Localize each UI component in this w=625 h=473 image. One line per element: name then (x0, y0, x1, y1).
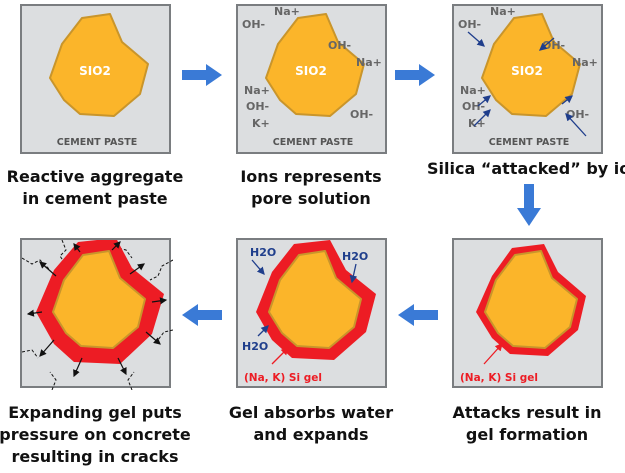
pressure-arrow (117, 357, 127, 376)
crack-line (59, 240, 67, 263)
panel-gel-absorbs-water: H2O H2O H2O (Na, K) Si gel (236, 238, 387, 388)
crack-line (149, 259, 173, 281)
flow-arrow-left-1 (398, 304, 438, 326)
attack-arrow (467, 31, 485, 47)
ion-label: K+ (252, 117, 270, 130)
panel-gel-formation: (Na, K) Si gel (452, 238, 603, 388)
caption-expanding-gel-cracks: Expanding gel puts pressure on concrete … (0, 403, 191, 466)
caption-pore-solution: Ions represents pore solution (240, 167, 382, 208)
pressure-arrow (129, 263, 145, 275)
ion-label: OH- (242, 18, 265, 31)
flow-arrow-down (517, 184, 541, 226)
gel-pointer-arrow (271, 347, 289, 365)
ion-label: Na+ (572, 56, 598, 69)
ion-label: OH- (462, 100, 485, 113)
water-arrow (257, 325, 269, 337)
water-arrow (251, 259, 265, 275)
crack-line (127, 371, 135, 390)
attack-arrow (477, 95, 491, 107)
pressure-arrow (111, 241, 121, 251)
cement-paste-label: CEMENT PASTE (57, 137, 137, 148)
pressure-arrow (73, 243, 81, 253)
attack-arrow (561, 95, 574, 105)
ion-label: OH- (458, 18, 481, 31)
water-label: H2O (250, 246, 276, 259)
crack-line (22, 349, 39, 359)
panel-pore-solution: SIO2 CEMENT PASTE Na+ OH- OH- Na+ Na+ OH… (236, 4, 387, 154)
caption-reactive-aggregate: Reactive aggregate in cement paste (6, 167, 184, 208)
ion-label: Na+ (490, 6, 516, 18)
ion-label: OH- (350, 108, 373, 121)
caption-gel-formation: Attacks result in gel formation (452, 403, 602, 444)
crack-line (157, 329, 173, 341)
panel-reactive-aggregate: SIO2 CEMENT PASTE (20, 4, 171, 154)
water-label: H2O (342, 250, 368, 263)
water-arrow (349, 263, 358, 284)
flow-arrow-left-2 (182, 304, 222, 326)
aggregate-shape (268, 250, 362, 349)
aggregate-shape (481, 13, 581, 117)
pressure-arrow (145, 331, 161, 345)
caption-silica-attacked: Silica “attacked” by ion (427, 159, 625, 178)
gel-label: (Na, K) Si gel (460, 372, 538, 384)
ion-label: Na+ (274, 6, 300, 18)
aggregate-shape (52, 250, 146, 349)
pressure-arrow (151, 297, 168, 305)
aggregate-shape (49, 13, 149, 117)
crack-line (113, 240, 133, 259)
silica-label: SIO2 (295, 64, 327, 78)
attack-arrow (565, 113, 587, 137)
aggregate-shape (265, 13, 365, 117)
attack-arrow (473, 109, 491, 127)
cement-paste-label: CEMENT PASTE (489, 137, 569, 148)
gel-pointer-arrow (483, 343, 503, 365)
attack-arrow (539, 37, 555, 51)
caption-gel-absorbs-water: Gel absorbs water and expands (228, 403, 394, 444)
aggregate-shape (484, 250, 578, 349)
crack-line (22, 257, 51, 271)
silica-label: SIO2 (511, 64, 543, 78)
ion-label: Na+ (356, 56, 382, 69)
pressure-arrow (39, 261, 57, 277)
ion-label: OH- (246, 100, 269, 113)
flow-arrow-right-2 (395, 64, 435, 86)
flow-arrow-right-1 (182, 64, 222, 86)
pressure-arrow (73, 357, 83, 378)
crack-line (49, 371, 57, 390)
silica-label: SIO2 (79, 64, 111, 78)
ion-label: OH- (328, 39, 351, 52)
ion-label: OH- (566, 108, 589, 121)
ion-label: Na+ (244, 84, 270, 97)
cement-paste-label: CEMENT PASTE (273, 137, 353, 148)
gel-label: (Na, K) Si gel (244, 372, 322, 384)
ion-label: Na+ (460, 84, 486, 97)
ion-label: OH- (542, 39, 565, 52)
pressure-arrow (39, 339, 55, 357)
pressure-arrow (26, 309, 43, 317)
panel-expanding-gel-cracks (20, 238, 173, 390)
water-label: H2O (242, 340, 268, 353)
panel-silica-attacked: SIO2 CEMENT PASTE Na+ OH- OH- Na+ Na+ OH… (452, 4, 603, 154)
